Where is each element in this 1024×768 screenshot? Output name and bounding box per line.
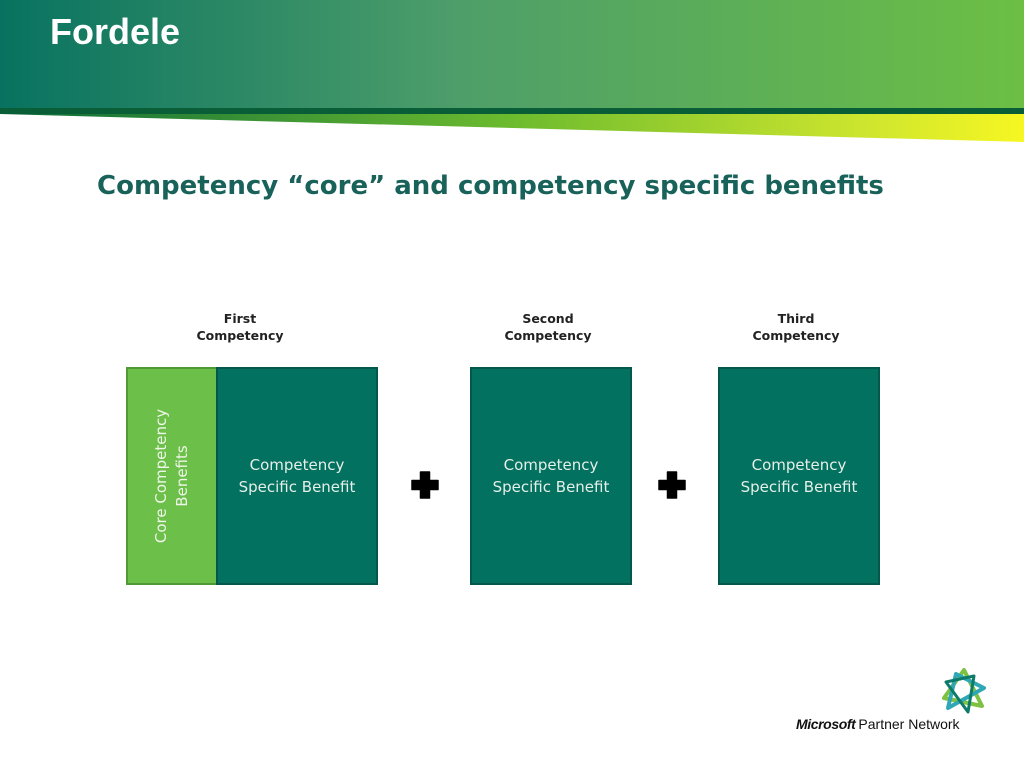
brand-partner-network: Partner Network <box>858 716 960 732</box>
slide-title: Fordele <box>50 11 181 52</box>
third-competency-box: Competency Specific Benefit <box>718 367 880 585</box>
column-label-line1: Third <box>777 311 815 326</box>
competency-box-label: Competency Specific Benefit <box>740 456 858 496</box>
brand-microsoft: Microsoft <box>796 716 856 732</box>
plus-icon <box>411 471 439 499</box>
core-competency-label: Core Competency Benefits <box>152 408 191 544</box>
column-label-first: First Competency <box>160 310 320 344</box>
column-label-line2: Competency <box>504 328 592 343</box>
column-label-second: Second Competency <box>468 310 628 344</box>
column-label-line2: Competency <box>196 328 284 343</box>
core-competency-box: Core Competency Benefits <box>126 367 218 585</box>
competency-box-label: Competency Specific Benefit <box>492 456 610 496</box>
header-banner <box>0 0 1024 142</box>
column-label-line2: Competency <box>752 328 840 343</box>
slide-subtitle: Competency “core” and competency specifi… <box>97 171 884 201</box>
column-label-line1: Second <box>522 311 574 326</box>
partner-network-star-icon <box>942 668 986 714</box>
second-competency-box: Competency Specific Benefit <box>470 367 632 585</box>
plus-icon <box>658 471 686 499</box>
column-label-third: Third Competency <box>716 310 876 344</box>
column-label-line1: First <box>223 311 257 326</box>
competency-box-label: Competency Specific Benefit <box>238 456 356 496</box>
first-competency-box: Competency Specific Benefit <box>216 367 378 585</box>
